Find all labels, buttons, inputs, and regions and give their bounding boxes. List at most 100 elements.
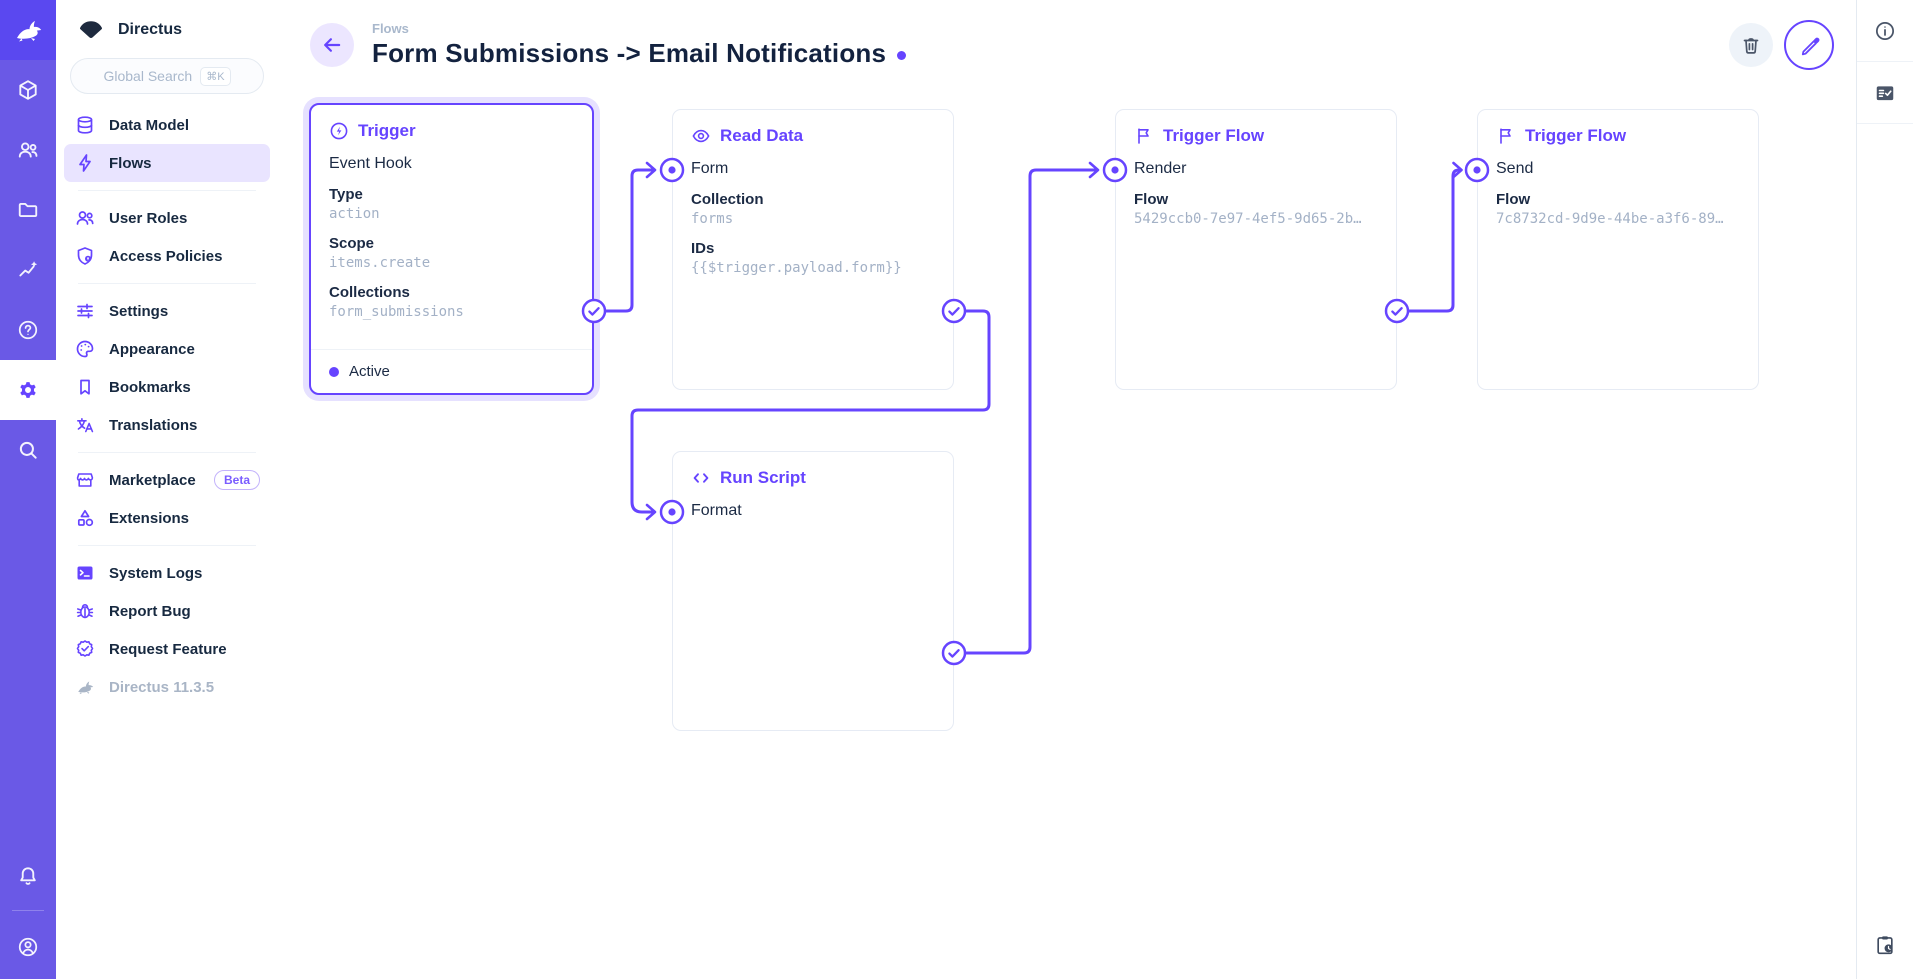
folder-icon — [17, 199, 39, 221]
translate-icon — [74, 414, 96, 436]
nav-divider — [78, 283, 256, 284]
breadcrumb: Flows — [372, 21, 409, 36]
flash-circle-icon — [329, 121, 349, 141]
node-type-label: Trigger Flow — [1163, 126, 1265, 145]
clipboard-clock-icon — [1874, 934, 1896, 956]
module-bar-divider — [12, 910, 44, 911]
bell-icon — [17, 865, 39, 887]
back-button[interactable] — [310, 23, 354, 67]
people-icon — [74, 207, 96, 229]
trash-icon — [1741, 35, 1761, 55]
notifications-button[interactable] — [0, 846, 56, 906]
eye-icon — [691, 126, 711, 146]
arrow-back-icon — [321, 34, 343, 56]
database-icon — [74, 114, 96, 136]
module-bar-bottom — [0, 846, 56, 979]
bolt-icon — [74, 152, 96, 174]
rabbit-logo-icon — [11, 17, 45, 43]
module-files[interactable] — [0, 180, 56, 240]
field-value: form_submissions — [329, 304, 464, 320]
flow-node-read-data[interactable]: Read Data Form Collection forms IDs {{$t… — [672, 109, 954, 390]
sidebar-item-user-roles[interactable]: User Roles — [64, 199, 270, 237]
sidebar-item-system-logs[interactable]: System Logs — [64, 554, 270, 592]
terminal-icon — [74, 562, 96, 584]
category-icon — [74, 507, 96, 529]
info-sidebar-button[interactable] — [1857, 0, 1913, 62]
page-header: Flows Form Submissions -> Email Notifica… — [278, 0, 1856, 90]
field-value: forms — [691, 211, 734, 227]
logs-sidebar-button[interactable] — [1857, 62, 1913, 124]
field-label: IDs — [691, 240, 715, 257]
node-field: Type action — [329, 186, 574, 222]
sidebar-item-data-model[interactable]: Data Model — [64, 106, 270, 144]
account-button[interactable] — [0, 915, 56, 979]
sidebar-item-appearance[interactable]: Appearance — [64, 330, 270, 368]
node-field: Flow 7c8732cd-9d9e-44be-a3f6-89… — [1496, 191, 1740, 227]
insights-icon — [17, 259, 39, 281]
directus-logo-button[interactable] — [0, 0, 56, 60]
node-field: IDs {{$trigger.payload.form}} — [691, 240, 935, 276]
node-field: Collection forms — [691, 191, 935, 227]
search-icon — [17, 439, 39, 461]
code-icon — [691, 468, 711, 488]
delete-flow-button[interactable] — [1729, 23, 1773, 67]
node-field: Collections form_submissions — [329, 284, 574, 320]
fact-check-icon — [1874, 82, 1896, 104]
rabbit-icon — [74, 676, 96, 698]
project-icon — [78, 18, 104, 42]
sidebar-item-flows[interactable]: Flows — [64, 144, 270, 182]
module-bar — [0, 0, 56, 979]
tune-icon — [74, 300, 96, 322]
settings-icon — [17, 379, 39, 401]
sidebar-item-label: Settings — [109, 302, 169, 320]
sidebar-item-label: System Logs — [109, 564, 203, 582]
version-label: Directus 11.3.5 — [109, 678, 215, 696]
node-type-label: Run Script — [720, 468, 806, 487]
project-header[interactable]: Directus — [56, 0, 278, 56]
flow-node-trigger[interactable]: Trigger Event Hook Type action Scope ite… — [309, 103, 594, 395]
flag-icon — [1134, 126, 1154, 146]
module-search[interactable] — [0, 420, 56, 480]
sidebar-item-label: Appearance — [109, 340, 195, 358]
beta-badge: Beta — [213, 470, 260, 490]
sidebar-item-access-policies[interactable]: Access Policies — [64, 237, 270, 275]
sidebar-item-request-feature[interactable]: Request Feature — [64, 630, 270, 668]
sidebar-item-label: Request Feature — [109, 640, 227, 658]
search-placeholder: Global Search — [103, 68, 193, 84]
module-insights[interactable] — [0, 240, 56, 300]
node-name: Format — [691, 502, 742, 519]
pending-revisions-button[interactable] — [1857, 911, 1913, 979]
nav-list: Data Model Flows User Roles Access Polic… — [56, 104, 278, 708]
node-name: Form — [691, 160, 729, 177]
project-name: Directus — [118, 21, 183, 38]
title-block: Flows Form Submissions -> Email Notifica… — [372, 21, 907, 69]
account-icon — [17, 936, 39, 958]
sidebar-item-label: Bookmarks — [109, 378, 191, 396]
unsaved-dot — [897, 51, 907, 60]
sidebar-item-label: Report Bug — [109, 602, 191, 620]
module-settings[interactable] — [0, 360, 56, 420]
module-users[interactable] — [0, 120, 56, 180]
module-content[interactable] — [0, 60, 56, 120]
help-icon — [17, 319, 39, 341]
sidebar-item-report-bug[interactable]: Report Bug — [64, 592, 270, 630]
sidebar-item-marketplace[interactable]: Marketplace Beta — [64, 461, 270, 499]
module-help[interactable] — [0, 300, 56, 360]
sidebar-item-settings[interactable]: Settings — [64, 292, 270, 330]
edit-flow-button[interactable] — [1784, 20, 1834, 70]
flow-node-trigger-flow-send[interactable]: Trigger Flow Send Flow 7c8732cd-9d9e-44b… — [1477, 109, 1759, 390]
flow-node-run-script[interactable]: Run Script Format — [672, 451, 954, 731]
sidebar-item-label: Marketplace — [109, 471, 196, 489]
flow-node-trigger-flow-render[interactable]: Trigger Flow Render Flow 5429ccb0-7e97-4… — [1115, 109, 1397, 390]
field-label: Collections — [329, 284, 410, 301]
sidebar-item-bookmarks[interactable]: Bookmarks — [64, 368, 270, 406]
nav-divider — [78, 545, 256, 546]
navigation-sidebar: Directus Global Search ⌘K Data Model Flo… — [56, 0, 278, 979]
node-field: Scope items.create — [329, 235, 574, 271]
sidebar-item-translations[interactable]: Translations — [64, 406, 270, 444]
flow-canvas[interactable]: Trigger Event Hook Type action Scope ite… — [278, 0, 1856, 979]
node-type-label: Read Data — [720, 126, 804, 145]
page-title: Form Submissions -> Email Notifications — [372, 38, 887, 68]
sidebar-item-extensions[interactable]: Extensions — [64, 499, 270, 537]
global-search-input[interactable]: Global Search ⌘K — [70, 58, 264, 94]
